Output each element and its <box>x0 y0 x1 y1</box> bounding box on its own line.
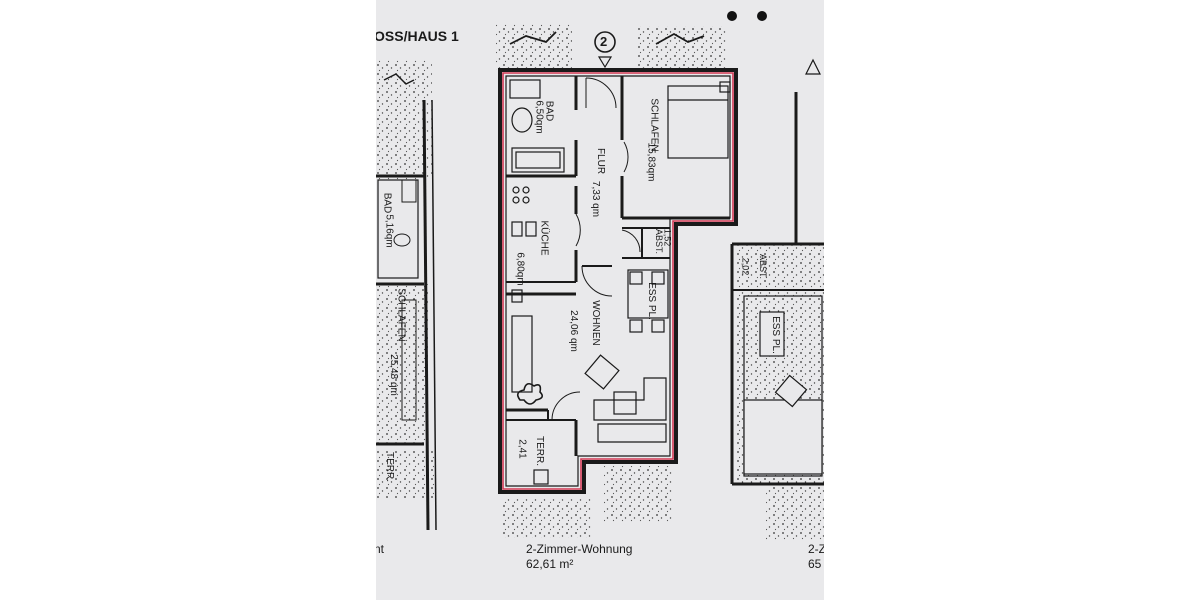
right-caption-fragment-2: 65 <box>808 557 822 571</box>
left-room-label-bad: BAD <box>381 192 393 214</box>
punch-hole-left <box>727 11 737 21</box>
room-label-flur: FLUR <box>595 147 607 175</box>
right-neighbour-unit <box>730 58 824 540</box>
right-room-area-abst: 2,02 <box>740 257 751 276</box>
left-room-label-schlafen: SCHLAFEN <box>395 288 407 342</box>
apartment-area-caption: 62,61 m² <box>526 557 574 571</box>
unit-number: 2 <box>600 34 608 49</box>
room-label-bad: BAD <box>543 100 555 122</box>
floor-plan-drawing <box>376 11 824 540</box>
left-neighbour-unit <box>376 60 437 531</box>
unit-marker-arrow <box>597 56 613 69</box>
left-room-area-bad: 5,16qm <box>383 214 395 248</box>
room-area-schlafen: 15,83qm <box>645 142 657 182</box>
room-label-wohnen: WOHNEN <box>589 300 601 346</box>
room-label-terr: TERR. <box>534 436 545 466</box>
right-room-label-esspl: ESS PL. <box>769 316 781 354</box>
room-area-kueche: 6,80qm <box>514 252 526 286</box>
floor-plan-sheet: OSS/HAUS 1 2 BAD 6,50qm FLUR 7,33 qm SCH… <box>376 0 824 600</box>
room-label-esspl: ESS PL. <box>645 282 657 320</box>
main-unit-surroundings <box>496 24 726 538</box>
page-title: OSS/HAUS 1 <box>376 28 459 44</box>
left-room-label-terr: TERR. <box>384 452 395 482</box>
right-caption-fragment-1: 2-Z <box>808 542 824 556</box>
unit-number-marker <box>594 31 616 53</box>
room-label-kueche: KÜCHE <box>538 220 550 256</box>
door-swings <box>551 77 641 421</box>
fixtures-and-furniture <box>509 79 731 485</box>
punch-hole-right <box>757 11 767 21</box>
left-caption-fragment: nt <box>376 542 385 556</box>
right-room-label-abst: ABST. <box>758 253 769 280</box>
apartment-type-caption: 2-Zimmer-Wohnung <box>526 542 633 556</box>
room-area-bad: 6,50qm <box>533 100 545 134</box>
room-area-flur: 7,33 qm <box>590 180 602 218</box>
room-area-terr: 2,41 <box>516 439 528 459</box>
left-room-area-schlafen: 25,48 qm <box>387 354 399 396</box>
room-label-abst: ABST. <box>654 228 665 255</box>
room-area-wohnen: 24,06 qm <box>567 310 579 352</box>
main-unit-walls <box>498 68 738 494</box>
unit-boundary-highlight <box>502 72 734 490</box>
